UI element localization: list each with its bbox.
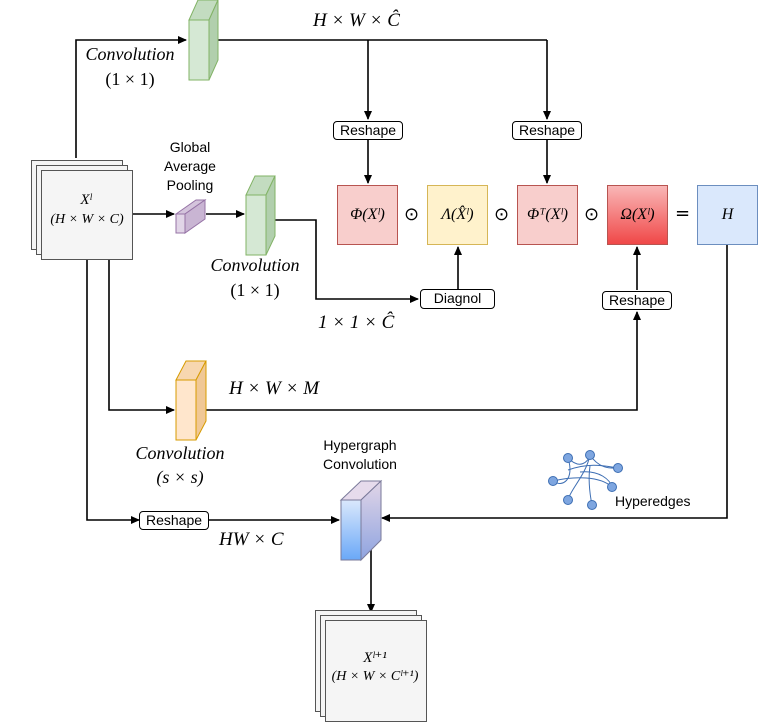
output-symbol: Xˡ⁺¹ [363, 650, 387, 666]
input-symbol: Xˡ [80, 192, 92, 208]
reshape-box-phiT: Reshape [512, 121, 582, 140]
conv1-label: Convolution [85, 44, 175, 64]
dim-m: H × W × M [229, 378, 320, 399]
hyperedge-nodes [548, 450, 623, 510]
dot-op-3: ⊙ [584, 204, 600, 225]
reshape-box-omega: Reshape [602, 291, 672, 310]
hypergraph-conv-block [339, 479, 383, 562]
equals-op: = [675, 203, 691, 224]
conv3-label: Convolution [135, 443, 225, 463]
phiT-term: Φᵀ(Xˡ) [517, 185, 578, 245]
dim-mid: 1 × 1 × Ĉ [318, 312, 395, 333]
conv3-block [175, 360, 207, 441]
input-stack: Xˡ (H × W × C) [31, 160, 133, 260]
input-dims: (H × W × C) [50, 212, 124, 227]
dim-top: H × W × Ĉ [313, 10, 400, 31]
dim-hwc: HW × C [219, 529, 284, 550]
gap-label-1: Global [169, 139, 211, 155]
gap-label-3: Pooling [166, 177, 214, 193]
phi-term: Φ(Xˡ) [337, 185, 398, 245]
conv1-size: (1 × 1) [105, 69, 155, 89]
diagnol-box: Diagnol [420, 289, 495, 309]
reshape-box-phi: Reshape [333, 121, 403, 140]
output-stack: Xˡ⁺¹ (H × W × Cˡ⁺¹) [315, 610, 427, 722]
hgconv-label-1: Hypergraph [323, 437, 397, 453]
lambda-term: Λ(X̂ˡ) [427, 185, 488, 245]
h-term: H [697, 185, 758, 245]
conv1-block [188, 0, 219, 81]
hgconv-label-2: Convolution [323, 456, 397, 472]
hyperedges-label: Hyperedges [615, 493, 691, 509]
dot-op-2: ⊙ [494, 204, 510, 225]
gap-label-2: Average [164, 158, 216, 174]
omega-term: Ω(Xˡ) [607, 185, 668, 245]
output-dims: (H × W × Cˡ⁺¹) [331, 669, 419, 684]
gap-block [174, 199, 207, 234]
conv3-size: (s × s) [156, 467, 204, 487]
conv2-size: (1 × 1) [230, 280, 280, 300]
dot-op-1: ⊙ [404, 204, 420, 225]
conv2-block [245, 175, 276, 256]
hyperedges-graph [552, 454, 619, 506]
conv2-label: Convolution [210, 255, 300, 275]
reshape-box-hg: Reshape [139, 511, 209, 530]
